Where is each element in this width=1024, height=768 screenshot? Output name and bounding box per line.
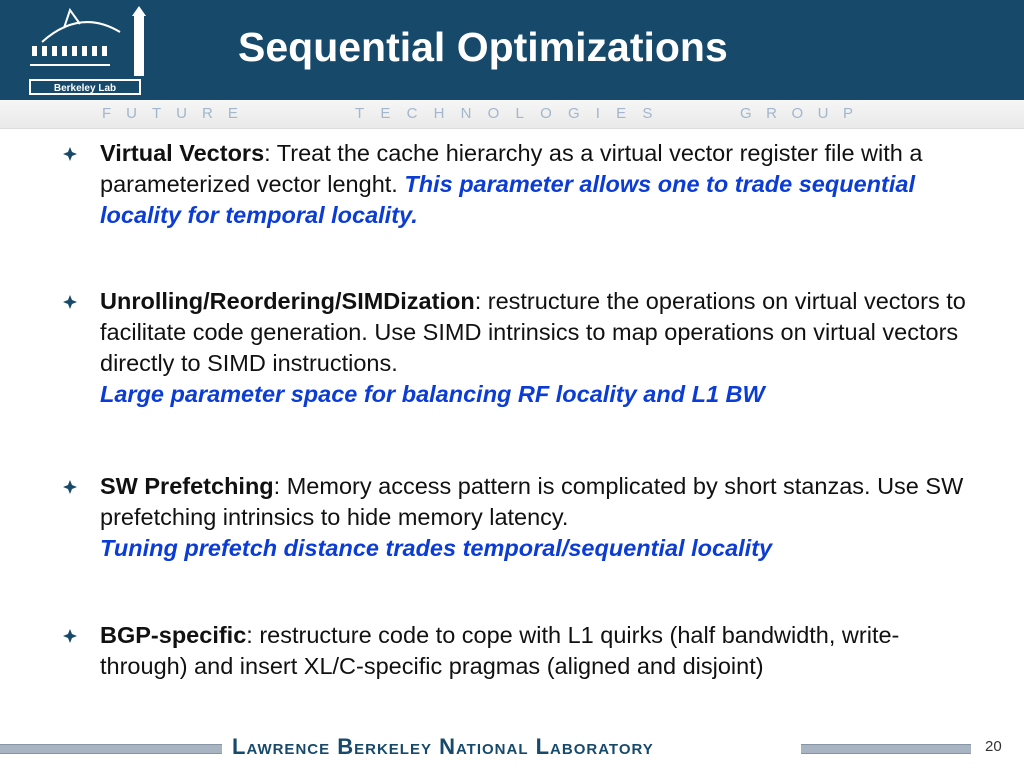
bullet-term: SW Prefetching bbox=[100, 473, 274, 499]
bullet-term: BGP-specific bbox=[100, 622, 247, 648]
title-bar: Berkeley Lab Sequential Optimizations bbox=[0, 0, 1024, 100]
footer-organization: Lawrence Berkeley National Laboratory bbox=[232, 734, 654, 759]
diamond-bullet-icon bbox=[63, 480, 77, 494]
footer-rule-left bbox=[0, 744, 222, 754]
bullet-text: : restructure code to cope with L1 quirk… bbox=[100, 622, 900, 679]
bullet-item-virtual-vectors: Virtual Vectors: Treat the cache hierarc… bbox=[63, 138, 980, 231]
tagline-technologies: TECHNOLOGIES bbox=[355, 105, 669, 122]
bullet-item-sw-prefetching: SW Prefetching: Memory access pattern is… bbox=[63, 471, 980, 564]
tagline-future: FUTURE bbox=[102, 105, 253, 122]
diamond-bullet-icon bbox=[63, 629, 77, 643]
bullet-text: : restructure the operations on virtual … bbox=[100, 288, 966, 376]
diamond-bullet-icon bbox=[63, 147, 77, 161]
slide-title: Sequential Optimizations bbox=[238, 24, 728, 70]
bullet-term: Virtual Vectors bbox=[100, 140, 265, 166]
tagline-bar bbox=[0, 100, 1024, 129]
bullet-emphasis: Tuning prefetch distance trades temporal… bbox=[100, 535, 773, 561]
bullet-item-unrolling: Unrolling/Reordering/SIMDization: restru… bbox=[63, 286, 980, 410]
bullet-term: Unrolling/Reordering/SIMDization bbox=[100, 288, 475, 314]
bullet-emphasis: This parameter allows one to trade seque… bbox=[100, 171, 915, 228]
bullet-text: : Memory access pattern is complicated b… bbox=[100, 473, 964, 530]
page-number: 20 bbox=[985, 738, 1002, 755]
bullet-item-bgp-specific: BGP-specific: restructure code to cope w… bbox=[63, 620, 980, 682]
footer-rule-right bbox=[801, 744, 971, 754]
logo-text: Berkeley Lab bbox=[54, 83, 116, 94]
berkeley-lab-logo: Berkeley Lab bbox=[29, 6, 146, 95]
bullet-text: : Treat the cache hierarchy as a virtual… bbox=[100, 140, 923, 197]
diamond-bullet-icon bbox=[63, 295, 77, 309]
tagline-group: GROUP bbox=[740, 105, 868, 122]
bullet-emphasis: Large parameter space for balancing RF l… bbox=[100, 381, 765, 407]
